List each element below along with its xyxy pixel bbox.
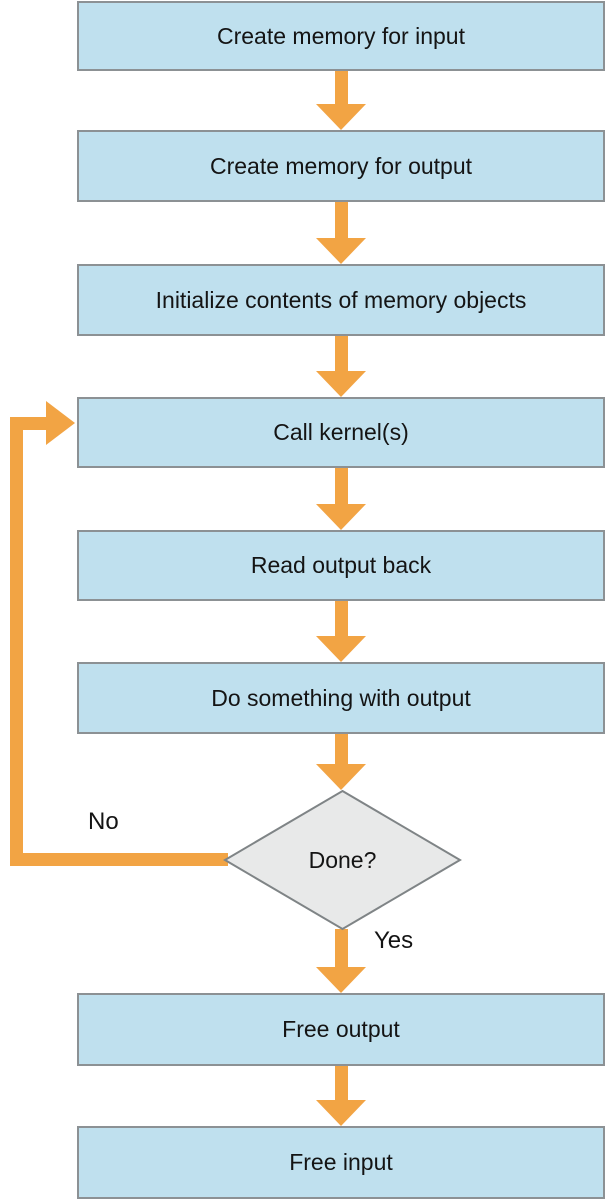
branch-label-no: No [88,808,119,835]
arrow-head [316,636,366,662]
arrow-head [316,764,366,790]
arrow-head [316,104,366,130]
arrow-down-yes-branch-icon [316,929,366,993]
arrow-down-4-icon [316,468,366,530]
loop-arrow-top-segment [10,417,46,430]
flow-step-label: Do something with output [211,684,471,711]
arrow-stem [334,468,348,504]
decision-diamond: Done? [223,789,462,931]
arrow-stem [334,601,348,636]
arrow-head [316,967,366,993]
arrow-down-6-icon [316,1066,366,1126]
arrow-head [316,504,366,530]
arrow-stem [334,734,348,764]
arrow-down-2-icon [316,202,366,264]
flow-step-label: Free input [289,1149,393,1175]
decision-label: Done? [308,846,377,873]
arrow-down-to-decision-icon [316,734,366,790]
arrow-down-5-icon [316,601,366,662]
arrow-stem [334,929,348,967]
flow-step-create-memory-for-output: Create memory for output [77,130,605,202]
branch-label-yes: Yes [374,927,414,954]
arrow-head [316,238,366,264]
flow-step-read-output-back: Read output back [77,530,605,601]
arrow-stem [334,71,348,104]
arrow-head [316,371,366,397]
flow-step-label: Free output [282,1016,400,1042]
flow-step-free-input: Free input [77,1126,605,1199]
flow-step-label: Create memory for output [209,152,473,179]
flow-step-create-memory-for-input: Create memory for input [77,1,605,71]
flow-step-initialize-memory-objects: Initialize contents of memory objects [77,264,605,336]
flow-step-label: Create memory for input [217,22,465,49]
loop-arrow-vertical-segment [10,417,23,866]
arrow-stem [334,1066,348,1100]
arrow-head [316,1100,366,1126]
flow-step-free-output: Free output [77,993,605,1066]
flow-step-label: Initialize contents of memory objects [155,286,527,313]
arrow-down-3-icon [316,336,366,397]
loop-arrow-bottom-segment [10,853,228,866]
flow-step-do-something-with-output: Do something with output [77,662,605,734]
arrow-stem [334,202,348,238]
flow-step-call-kernels: Call kernel(s) [77,397,605,468]
flow-step-label: Read output back [250,552,432,578]
flow-step-label: Call kernel(s) [273,419,409,445]
arrow-stem [334,336,348,371]
arrow-down-1-icon [316,71,366,130]
loop-arrow-head-icon [46,401,75,445]
diamond-shape-icon [223,789,462,931]
